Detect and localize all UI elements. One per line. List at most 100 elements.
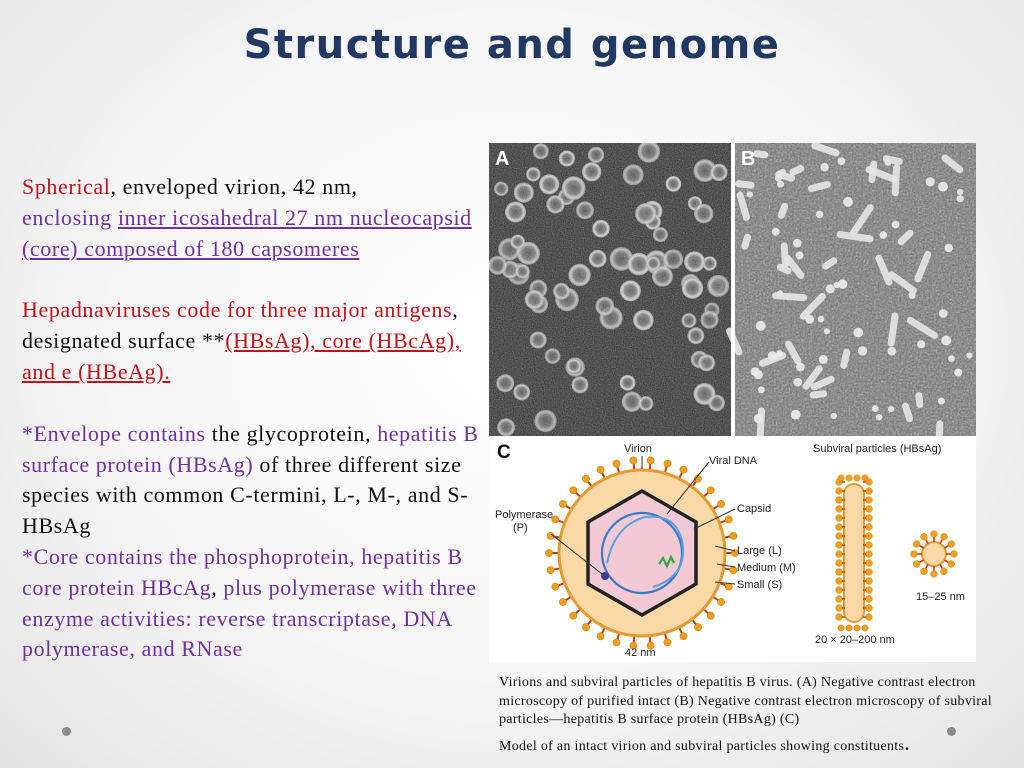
paragraph-virion: Spherical, enveloped virion, 42 nm, encl… — [22, 172, 492, 264]
filament-subviral — [736, 191, 750, 221]
sphere-subviral — [941, 335, 952, 346]
sphere-subviral — [948, 355, 955, 362]
filament-subviral — [875, 254, 893, 286]
filament-subviral — [772, 292, 808, 302]
sphere-particle — [910, 530, 958, 578]
sphere-subviral — [805, 314, 815, 324]
sphere-subviral — [891, 220, 900, 229]
sphere-subviral — [795, 251, 804, 260]
sphere-subviral — [937, 397, 945, 405]
paragraph-antigens: Hepadnaviruses code for three major anti… — [22, 295, 492, 387]
filament-subviral — [941, 154, 964, 174]
filament-subviral — [777, 202, 789, 219]
text-enclosing: enclosing — [22, 204, 112, 230]
sphere-subviral — [917, 340, 926, 349]
panel-b: B — [726, 143, 976, 436]
label-polymerase-p: (P) — [513, 522, 528, 534]
filament-subviral — [784, 255, 805, 279]
sphere-subviral — [823, 328, 830, 335]
sphere-subviral — [853, 327, 863, 338]
sphere-subviral — [776, 350, 783, 357]
label-size-virion: 42 nm — [625, 647, 656, 659]
sphere-subviral — [954, 368, 963, 377]
envelope-proteins — [545, 456, 739, 650]
sphere-subviral — [777, 180, 784, 188]
sphere-subviral — [758, 386, 765, 394]
link-nucleocapsid[interactable]: inner icosahedral 27 nm nucleocapsid (co… — [22, 204, 472, 261]
sphere-subviral — [767, 351, 777, 361]
polymerase-dot — [601, 572, 609, 580]
filament-subviral — [914, 250, 932, 283]
filament-subviral — [840, 348, 851, 369]
sphere-subviral — [956, 195, 964, 203]
sphere-subviral — [815, 210, 824, 219]
sphere-subviral — [857, 346, 868, 356]
panel-b-label: B — [741, 148, 755, 170]
decorative-dot-right — [947, 727, 956, 736]
sphere-subviral — [833, 281, 840, 289]
sphere-subviral — [879, 231, 888, 239]
label-size-filament: 20 × 20–200 nm — [815, 634, 895, 646]
sphere-subviral — [875, 413, 883, 421]
filament-subviral — [799, 292, 826, 320]
sphere-subviral — [817, 315, 825, 323]
sphere-subviral — [830, 412, 837, 420]
sphere-subviral — [825, 284, 835, 294]
text-three-species: of three different size species with com… — [22, 451, 469, 539]
filament-subviral — [915, 392, 924, 408]
electron-micrograph-figure: A B — [489, 143, 976, 436]
label-subviral: Subviral particles (HBsAg) — [813, 443, 941, 455]
body-text: Spherical, enveloped virion, 42 nm, encl… — [22, 172, 492, 665]
filament-subviral — [935, 420, 944, 436]
paragraph-core: *Core contains the phosphoprotein, hepat… — [22, 542, 492, 665]
text-designated: , designated surface ** — [22, 297, 459, 354]
label-large: Large (L) — [737, 545, 782, 557]
filament-subviral — [849, 204, 874, 237]
sphere-subviral — [818, 354, 828, 364]
filament-subviral — [775, 170, 796, 182]
text-hbsag: hepatitis B surface protein (HBsAg) — [22, 420, 479, 477]
sphere-subviral — [888, 406, 895, 413]
text-envelope-contains: *Envelope contains — [22, 420, 206, 446]
caption-end: . — [904, 729, 911, 755]
sphere-subviral — [887, 346, 897, 356]
text-enveloped: , enveloped virion, 42 nm, — [110, 174, 358, 199]
sphere-subviral — [746, 191, 753, 198]
sphere-subviral — [938, 309, 948, 318]
caption-text: Virions and subviral particles of hepati… — [499, 675, 992, 727]
paragraph-envelope: *Envelope contains the glycoprotein, hep… — [22, 419, 492, 542]
text-hepadnaviruses: Hepadnaviruses code for three major anti… — [22, 297, 453, 323]
filament-subviral — [735, 180, 755, 189]
sphere-subviral — [796, 362, 805, 372]
text-spherical: Spherical — [22, 174, 111, 199]
panel-a: A — [489, 143, 731, 436]
sphere-subviral — [771, 227, 780, 236]
filament-subviral — [897, 229, 914, 246]
filament-subviral — [789, 165, 805, 176]
sphere-subviral — [843, 196, 853, 207]
virion-model-diagram: C Virion Viral DNA Subviral particles (H… — [489, 436, 976, 662]
sphere-subviral — [820, 163, 829, 172]
filament-subviral — [776, 263, 792, 275]
capsid-hexagon — [586, 488, 698, 618]
slide-title: Structure and genome — [243, 22, 781, 68]
figure-caption: Virions and subviral particles of hepati… — [499, 674, 1009, 756]
filament-subviral — [836, 231, 874, 243]
filament-subviral — [901, 402, 914, 423]
filament-subviral — [811, 143, 840, 157]
link-antigens[interactable]: (HBsAg), core (HBcAg), and e (HBeAg). — [22, 328, 461, 384]
decorative-dot-left — [62, 727, 71, 736]
filament-subviral — [906, 316, 938, 339]
sphere-subviral — [925, 177, 935, 187]
dna-green-segment — [658, 554, 675, 569]
filament-subviral — [888, 271, 917, 295]
sphere-subviral — [966, 352, 973, 359]
filament-particle — [835, 474, 873, 632]
text-glycoprotein: the glycoprotein, — [205, 420, 378, 446]
filament-subviral — [741, 233, 752, 250]
filament-subviral — [809, 390, 828, 399]
label-capsid: Capsid — [737, 503, 771, 515]
label-polymerase: Polymerase — [495, 509, 553, 521]
filament-subviral — [865, 165, 898, 183]
filament-subviral — [802, 365, 823, 390]
